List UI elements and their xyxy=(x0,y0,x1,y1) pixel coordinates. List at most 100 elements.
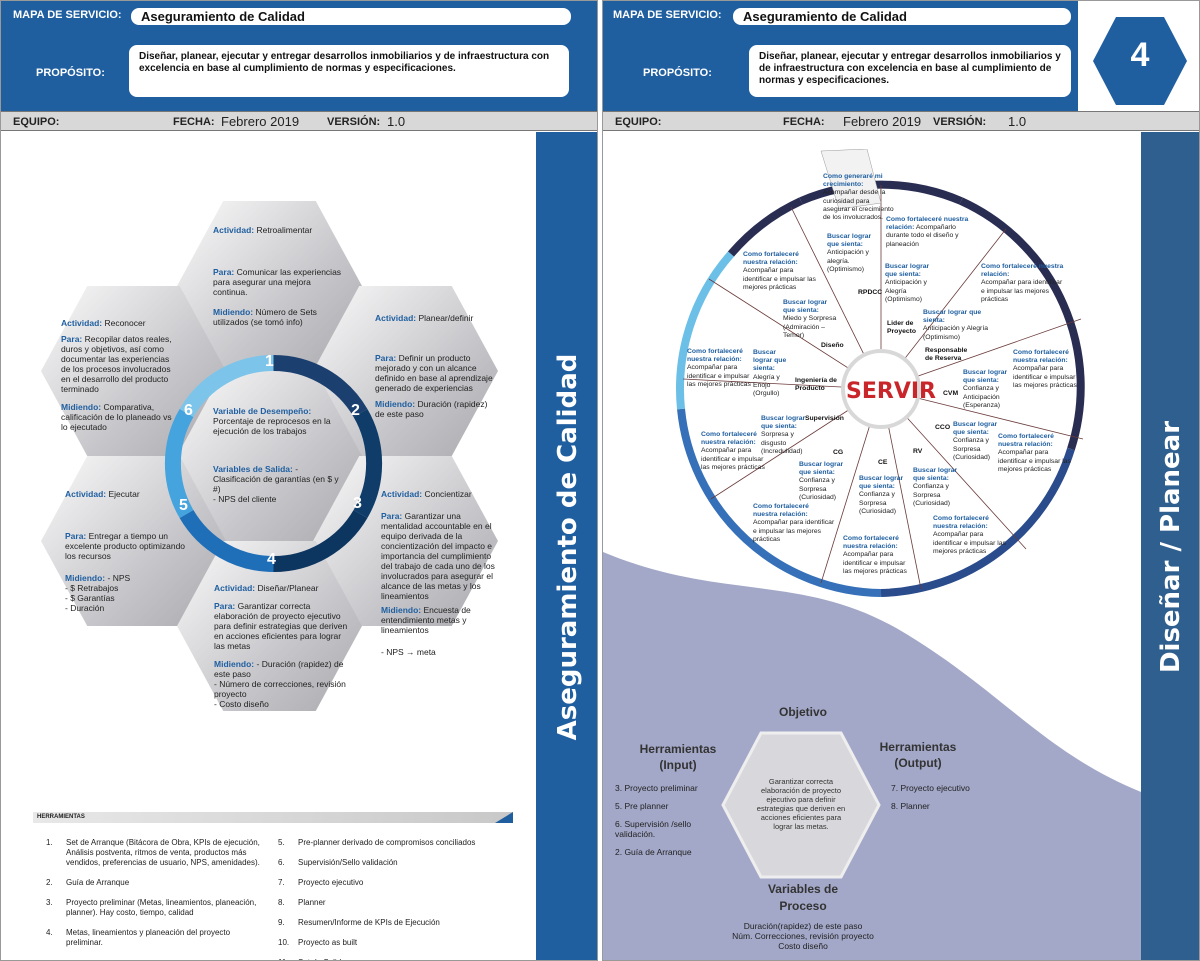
service-label: MAPA DE SERVICIO: xyxy=(13,9,122,21)
role-ingenieria: Ingeniería de Producto xyxy=(795,377,837,393)
relation-7: Como fortaleceré nuestra relación:Acompa… xyxy=(701,431,765,471)
tool-text: Proyecto as built xyxy=(298,938,358,947)
role-cco: CCO xyxy=(935,424,951,431)
objective-text: Garantizar correcta elaboración de proye… xyxy=(756,777,846,831)
feel-rv: Buscar lograr que sienta:Confianza y Sor… xyxy=(913,467,958,507)
tool-item: 4.Metas, lineamientos y planeación del p… xyxy=(46,928,266,948)
tool-number: 5. xyxy=(278,838,285,847)
relation-1: Como fortaleceré nuestra relación:Acompa… xyxy=(981,263,1064,303)
tool-number: 9. xyxy=(278,918,285,927)
date-value: Febrero 2019 xyxy=(221,114,300,129)
hex-center-text: Variable de Desempeño: Porcentaje de rep… xyxy=(213,406,339,504)
tool-number: 10. xyxy=(278,938,290,947)
tools-label: HERRAMIENTAS xyxy=(37,814,85,820)
hex-top-text: Actividad: Retroalimentar Para: Comunica… xyxy=(213,225,342,327)
side-title-band: Aseguramiento de Calidad xyxy=(536,132,597,960)
output-list: 7. Proyecto ejecutivo 8. Planner xyxy=(891,783,970,811)
tool-item: 11.Set de Salida xyxy=(278,958,508,960)
tool-item: 6. Supervisión/Sello validación xyxy=(278,858,508,868)
left-header: MAPA DE SERVICIO: Aseguramiento de Calid… xyxy=(1,1,597,131)
purpose-text: Diseñar, planear, ejecutar y entregar de… xyxy=(129,45,569,97)
background-wave xyxy=(603,552,1141,960)
relationship-wheel xyxy=(676,149,1085,597)
relation-8: Como fortaleceré nuestra relación:Acompa… xyxy=(687,348,751,388)
tool-number: 3. xyxy=(46,898,53,907)
tool-text: Set de Arranque (Bitácora de Obra, KPIs … xyxy=(66,838,260,867)
feel-ce: Buscar lograr que sienta:Confianza y Sor… xyxy=(859,475,904,515)
tool-number: 2. xyxy=(46,878,53,887)
ring-number-6: 6 xyxy=(184,402,193,419)
input-label: Herramientas (Input) xyxy=(639,742,717,772)
tool-number: 8. xyxy=(278,898,285,907)
relation-3: Como fortaleceré nuestra relación:Acompa… xyxy=(998,433,1071,473)
date-value: Febrero 2019 xyxy=(843,114,922,129)
feel-rpdcc: Buscar lograr que sienta:Anticipación y … xyxy=(827,233,872,273)
feel-supervision: Buscar lograr que sienta:Sorpresa y disg… xyxy=(761,415,806,455)
role-ce: CE xyxy=(878,459,888,466)
purpose-label: PROPÓSITO: xyxy=(643,67,712,79)
feel-lider: Buscar lograr que sienta:Anticipación y … xyxy=(885,263,930,303)
tool-number: 11. xyxy=(278,958,296,960)
step-hexagon-icon xyxy=(1093,17,1187,105)
version-value: 1.0 xyxy=(1008,114,1027,129)
tool-item: 8. Planner xyxy=(278,898,508,908)
ring-number-2: 2 xyxy=(351,402,360,419)
ring-number-3: 3 xyxy=(353,495,362,512)
feel-diseno: Buscar lograr que sienta:Miedo y Sorpres… xyxy=(783,299,837,339)
tool-text: Set de Salida xyxy=(278,958,508,960)
purpose-text: Diseñar, planear, ejecutar y entregar de… xyxy=(749,45,1071,97)
objective-hexagon xyxy=(721,731,881,879)
relation-2: Como fortaleceré nuestra relación:Acompa… xyxy=(1013,349,1077,389)
feel-cvm: Buscar lograr que sienta:Confianza y Ant… xyxy=(963,369,1008,409)
ring-segment-3 xyxy=(273,509,368,573)
objective-label: Objetivo xyxy=(779,705,828,719)
left-page: MAPA DE SERVICIO: Aseguramiento de Calid… xyxy=(0,0,598,961)
hex-bottom-left-text: Actividad: Ejecutar Para: Entregar a tie… xyxy=(65,489,186,613)
tool-item: 1. Set de Arranque (Bitácora de Obra, KPI… xyxy=(46,838,266,868)
relation-9: Como fortaleceré nuestra relación:Acompa… xyxy=(743,251,816,291)
tool-text: Proyecto preliminar (Metas, lineamientos… xyxy=(66,898,257,917)
tool-number: 7. xyxy=(278,878,285,887)
purpose-label: PROPÓSITO: xyxy=(36,67,105,79)
date-label: FECHA: xyxy=(783,116,825,128)
version-value: 1.0 xyxy=(387,114,406,129)
relation-6: Como fortaleceré nuestra relación:Acompa… xyxy=(753,503,835,543)
relation-top: Como fortaleceré nuestra relación: Acomp… xyxy=(886,216,969,248)
process-list: Duración(rapidez) de este paso Núm. Corr… xyxy=(732,921,874,951)
tool-text: Supervisión/Sello validación xyxy=(298,858,398,867)
role-supervision: Supervisión xyxy=(805,415,844,422)
tool-text: Metas, lineamientos y planeación del pro… xyxy=(66,928,231,947)
feel-cg: Buscar lograr que sienta:Confianza y Sor… xyxy=(799,461,844,501)
role-diseno: Diseño xyxy=(821,342,844,349)
tools-header: HERRAMIENTAS xyxy=(33,812,513,823)
role-cg: CG xyxy=(833,449,844,456)
side-title: Aseguramiento de Calidad xyxy=(552,353,583,741)
feel-reserva: Buscar lograr que sienta:Anticipación y … xyxy=(923,309,988,341)
tool-item: 3. Proyecto preliminar (Metas, lineamient… xyxy=(46,898,266,918)
team-bar: EQUIPO: FECHA: Febrero 2019 VERSIÓN: 1.0 xyxy=(603,111,1199,131)
servir-center: SERVIR xyxy=(846,379,936,404)
process-ring xyxy=(164,354,383,573)
step-badge-area: 4 xyxy=(1078,1,1199,131)
side-title: Diseñar / Planear xyxy=(1156,420,1186,674)
ring-number-5: 5 xyxy=(179,497,188,514)
hex-bottom-text: Actividad: Diseñar/Planear Para: Garanti… xyxy=(214,583,348,709)
tool-text: Planner xyxy=(298,898,326,907)
team-label: EQUIPO: xyxy=(13,116,60,128)
side-title-band: Diseñar / Planear xyxy=(1141,132,1199,960)
tool-item: 5.Pre-planner derivado de compromisos co… xyxy=(278,838,508,848)
tool-text: Proyecto ejecutivo xyxy=(298,878,364,887)
role-reserva: Responsable de Reserva xyxy=(925,347,968,363)
ring-segment-1 xyxy=(273,354,368,418)
right-page: MAPA DE SERVICIO: Aseguramiento de Calid… xyxy=(602,0,1200,961)
feel-ingenieria: Buscar lograr que sienta:Alegría y Enojo… xyxy=(753,349,787,398)
role-rpdcc: RPDCC xyxy=(858,289,883,296)
tool-text: Resumen/Informe de KPIs de Ejecución xyxy=(298,918,440,927)
tool-number: 1. xyxy=(46,838,53,847)
version-label: VERSIÓN: xyxy=(933,116,987,128)
hex-bottom-right-text: Actividad: Concientizar Para: Garantizar… xyxy=(381,489,495,657)
feel-cco: Buscar lograr que sienta:Confianza y Sor… xyxy=(953,421,998,461)
hex-top-right-text: Actividad: Planear/definir Para: Definir… xyxy=(375,313,493,419)
tool-number: 6. xyxy=(278,858,285,867)
tools-list-2: 5.Pre-planner derivado de compromisos co… xyxy=(278,838,508,960)
